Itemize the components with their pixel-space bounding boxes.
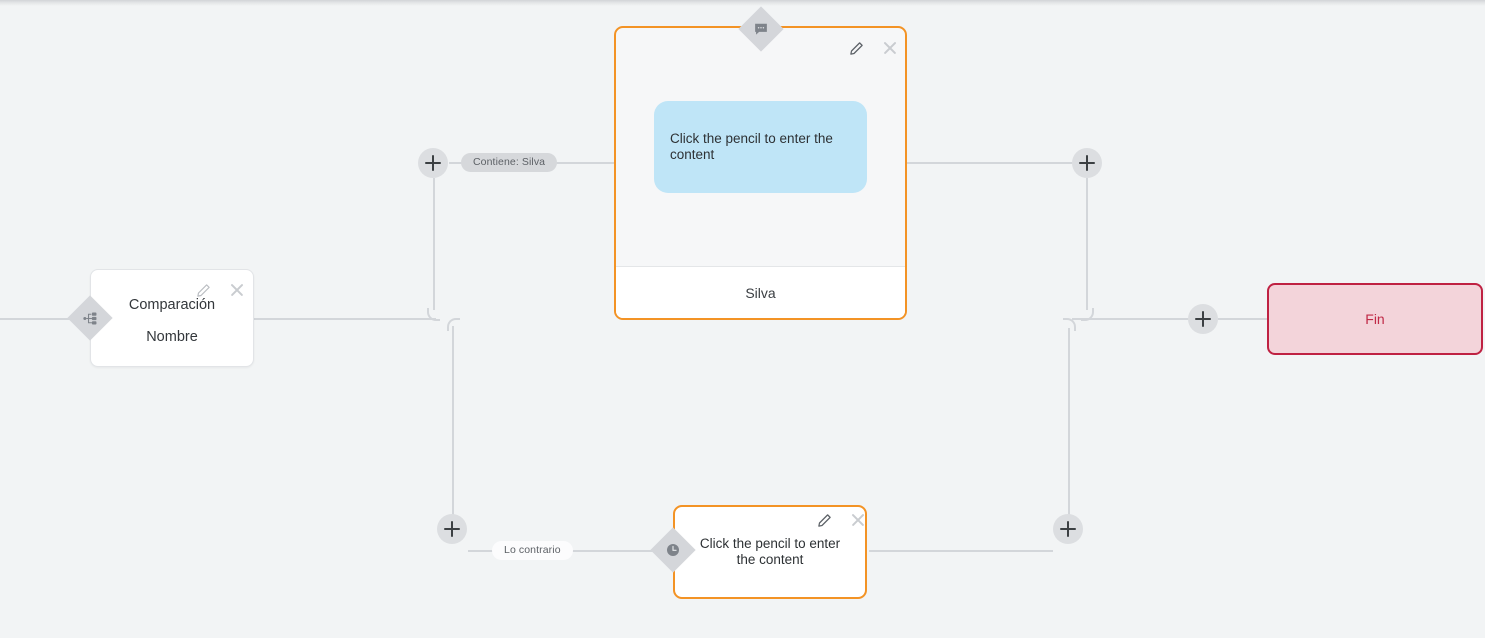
add-branch-bottom-left-button[interactable]: plus-icon	[437, 514, 467, 544]
edge-label-lo-contrario[interactable]: Lo contrario	[492, 541, 573, 560]
close-icon[interactable]	[849, 511, 867, 529]
add-before-end-button[interactable]: plus-icon	[1188, 304, 1218, 334]
node-comparacion[interactable]: Comparación Nombre	[90, 269, 254, 367]
node-comparacion-title: Comparación	[128, 297, 216, 313]
edge-bottom-right-vertical	[1068, 328, 1070, 530]
edge-down-branch-vertical	[452, 326, 454, 530]
node-message-contrario-text: Click the pencil to enter the content	[699, 535, 841, 567]
elbow-down-branch	[447, 318, 460, 331]
node-comparacion-subtitle: Nombre	[146, 329, 198, 345]
node-message-silva-footer: Silva	[616, 266, 905, 318]
elbow-bottom-right-merge	[1063, 318, 1076, 331]
edge-up-branch-vertical	[433, 178, 435, 310]
pencil-icon[interactable]	[815, 511, 833, 529]
edge-canvas-to-comparacion	[0, 318, 75, 320]
branch-icon	[74, 302, 106, 334]
elbow-up-branch	[427, 308, 440, 321]
node-end-fin[interactable]: Fin	[1267, 283, 1483, 355]
edge-plus-to-end	[1218, 318, 1268, 320]
edge-message-silva-out	[907, 162, 1073, 164]
edge-label-contiene-silva[interactable]: Contiene: Silva	[461, 153, 558, 172]
pencil-icon[interactable]	[847, 39, 865, 57]
edge-top-right-vertical	[1086, 178, 1088, 310]
node-message-contrario-actions	[815, 511, 867, 529]
node-message-silva[interactable]: Click the pencil to enter the content Si…	[614, 26, 907, 320]
node-message-contrario-type-badge[interactable]	[650, 527, 696, 573]
message-bubble[interactable]: Click the pencil to enter the content	[654, 101, 867, 193]
node-comparacion-actions	[194, 281, 246, 299]
clock-icon	[657, 534, 689, 566]
node-comparacion-type-badge[interactable]	[67, 295, 113, 341]
top-scroll-shadow	[0, 0, 1485, 6]
node-message-silva-type-badge[interactable]	[738, 6, 784, 52]
edge-comparacion-out	[254, 318, 436, 320]
elbow-top-right-merge	[1081, 308, 1094, 321]
close-icon[interactable]	[881, 39, 899, 57]
pencil-icon[interactable]	[194, 281, 212, 299]
node-end-label: Fin	[1365, 311, 1385, 327]
node-message-silva-actions	[847, 39, 899, 57]
add-branch-top-right-button[interactable]: plus-icon	[1072, 148, 1102, 178]
edge-merge-to-end	[1072, 318, 1189, 320]
edge-message-contrario-out	[869, 550, 1053, 552]
node-message-contrario[interactable]: Click the pencil to enter the content	[673, 505, 867, 599]
close-icon[interactable]	[228, 281, 246, 299]
chat-bubble-icon	[745, 13, 777, 45]
node-message-silva-body: Click the pencil to enter the content	[616, 28, 905, 266]
add-branch-top-left-button[interactable]: plus-icon	[418, 148, 448, 178]
add-branch-bottom-right-button[interactable]: plus-icon	[1053, 514, 1083, 544]
